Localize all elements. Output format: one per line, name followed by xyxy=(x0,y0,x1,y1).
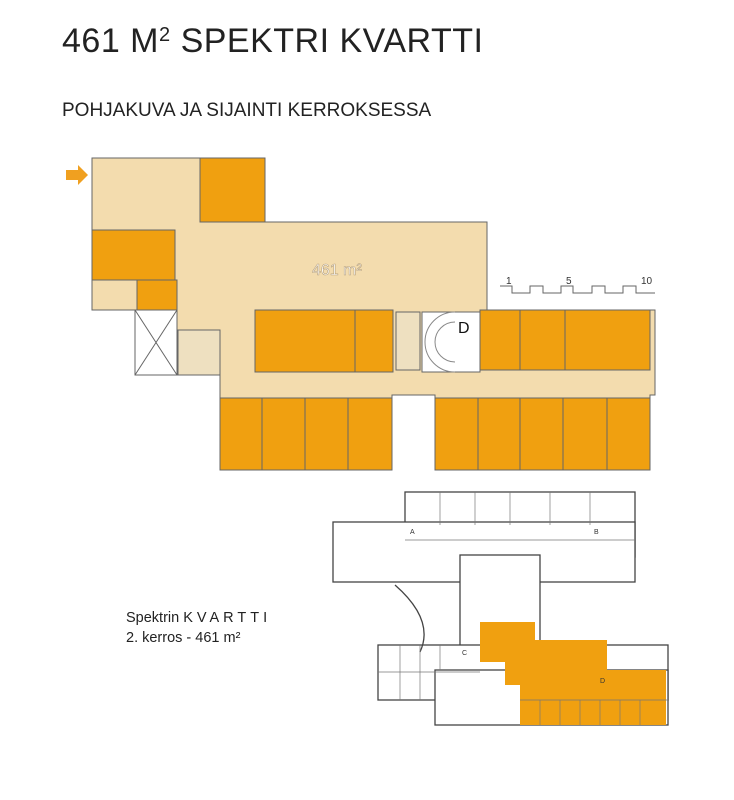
room xyxy=(254,309,356,373)
title-name: SPEKTRI KVARTTI xyxy=(180,22,484,60)
room xyxy=(136,279,178,311)
room xyxy=(519,397,564,471)
title-area: 461 M xyxy=(62,22,159,60)
room xyxy=(477,397,521,471)
wc-block xyxy=(177,329,221,376)
caption-building: Spektrin xyxy=(126,610,180,626)
small-room xyxy=(395,311,421,371)
area-label: 461 m² xyxy=(312,262,362,279)
locator-stair-label: C xyxy=(462,650,467,657)
scale-tick: 5 xyxy=(566,276,572,287)
scale-tick: 10 xyxy=(641,276,653,287)
locator-stair-label: A xyxy=(410,529,415,536)
room xyxy=(479,309,521,371)
caption-space: KVARTTI xyxy=(183,610,272,626)
locator-plan xyxy=(332,491,669,726)
caption-floor-area: 2. kerros - 461 m² xyxy=(126,630,241,646)
locator-stair-label: D xyxy=(600,678,605,685)
room xyxy=(91,229,176,281)
room xyxy=(199,157,266,223)
stair-label: D xyxy=(458,320,470,337)
staircase xyxy=(421,311,481,373)
scale-tick: 1 xyxy=(506,276,512,287)
locator-stair-label: B xyxy=(594,529,599,536)
room xyxy=(347,397,393,471)
room xyxy=(354,309,394,373)
title-sup: 2 xyxy=(159,24,171,46)
room xyxy=(519,309,566,371)
page-subtitle: POHJAKUVA JA SIJAINTI KERROKSESSA xyxy=(62,100,432,121)
room xyxy=(562,397,608,471)
room xyxy=(564,309,651,371)
room xyxy=(219,397,263,471)
main-plan xyxy=(91,157,656,471)
room xyxy=(261,397,306,471)
room xyxy=(606,397,651,471)
room xyxy=(434,397,479,471)
room xyxy=(304,397,349,471)
entrance-arrow-icon xyxy=(66,165,88,185)
page-title: 461 M2 SPEKTRI KVARTTI xyxy=(62,22,483,61)
locator-caption: Spektrin KVARTTI 2. kerros - 461 m² xyxy=(126,608,271,648)
scale-bar xyxy=(500,285,655,294)
